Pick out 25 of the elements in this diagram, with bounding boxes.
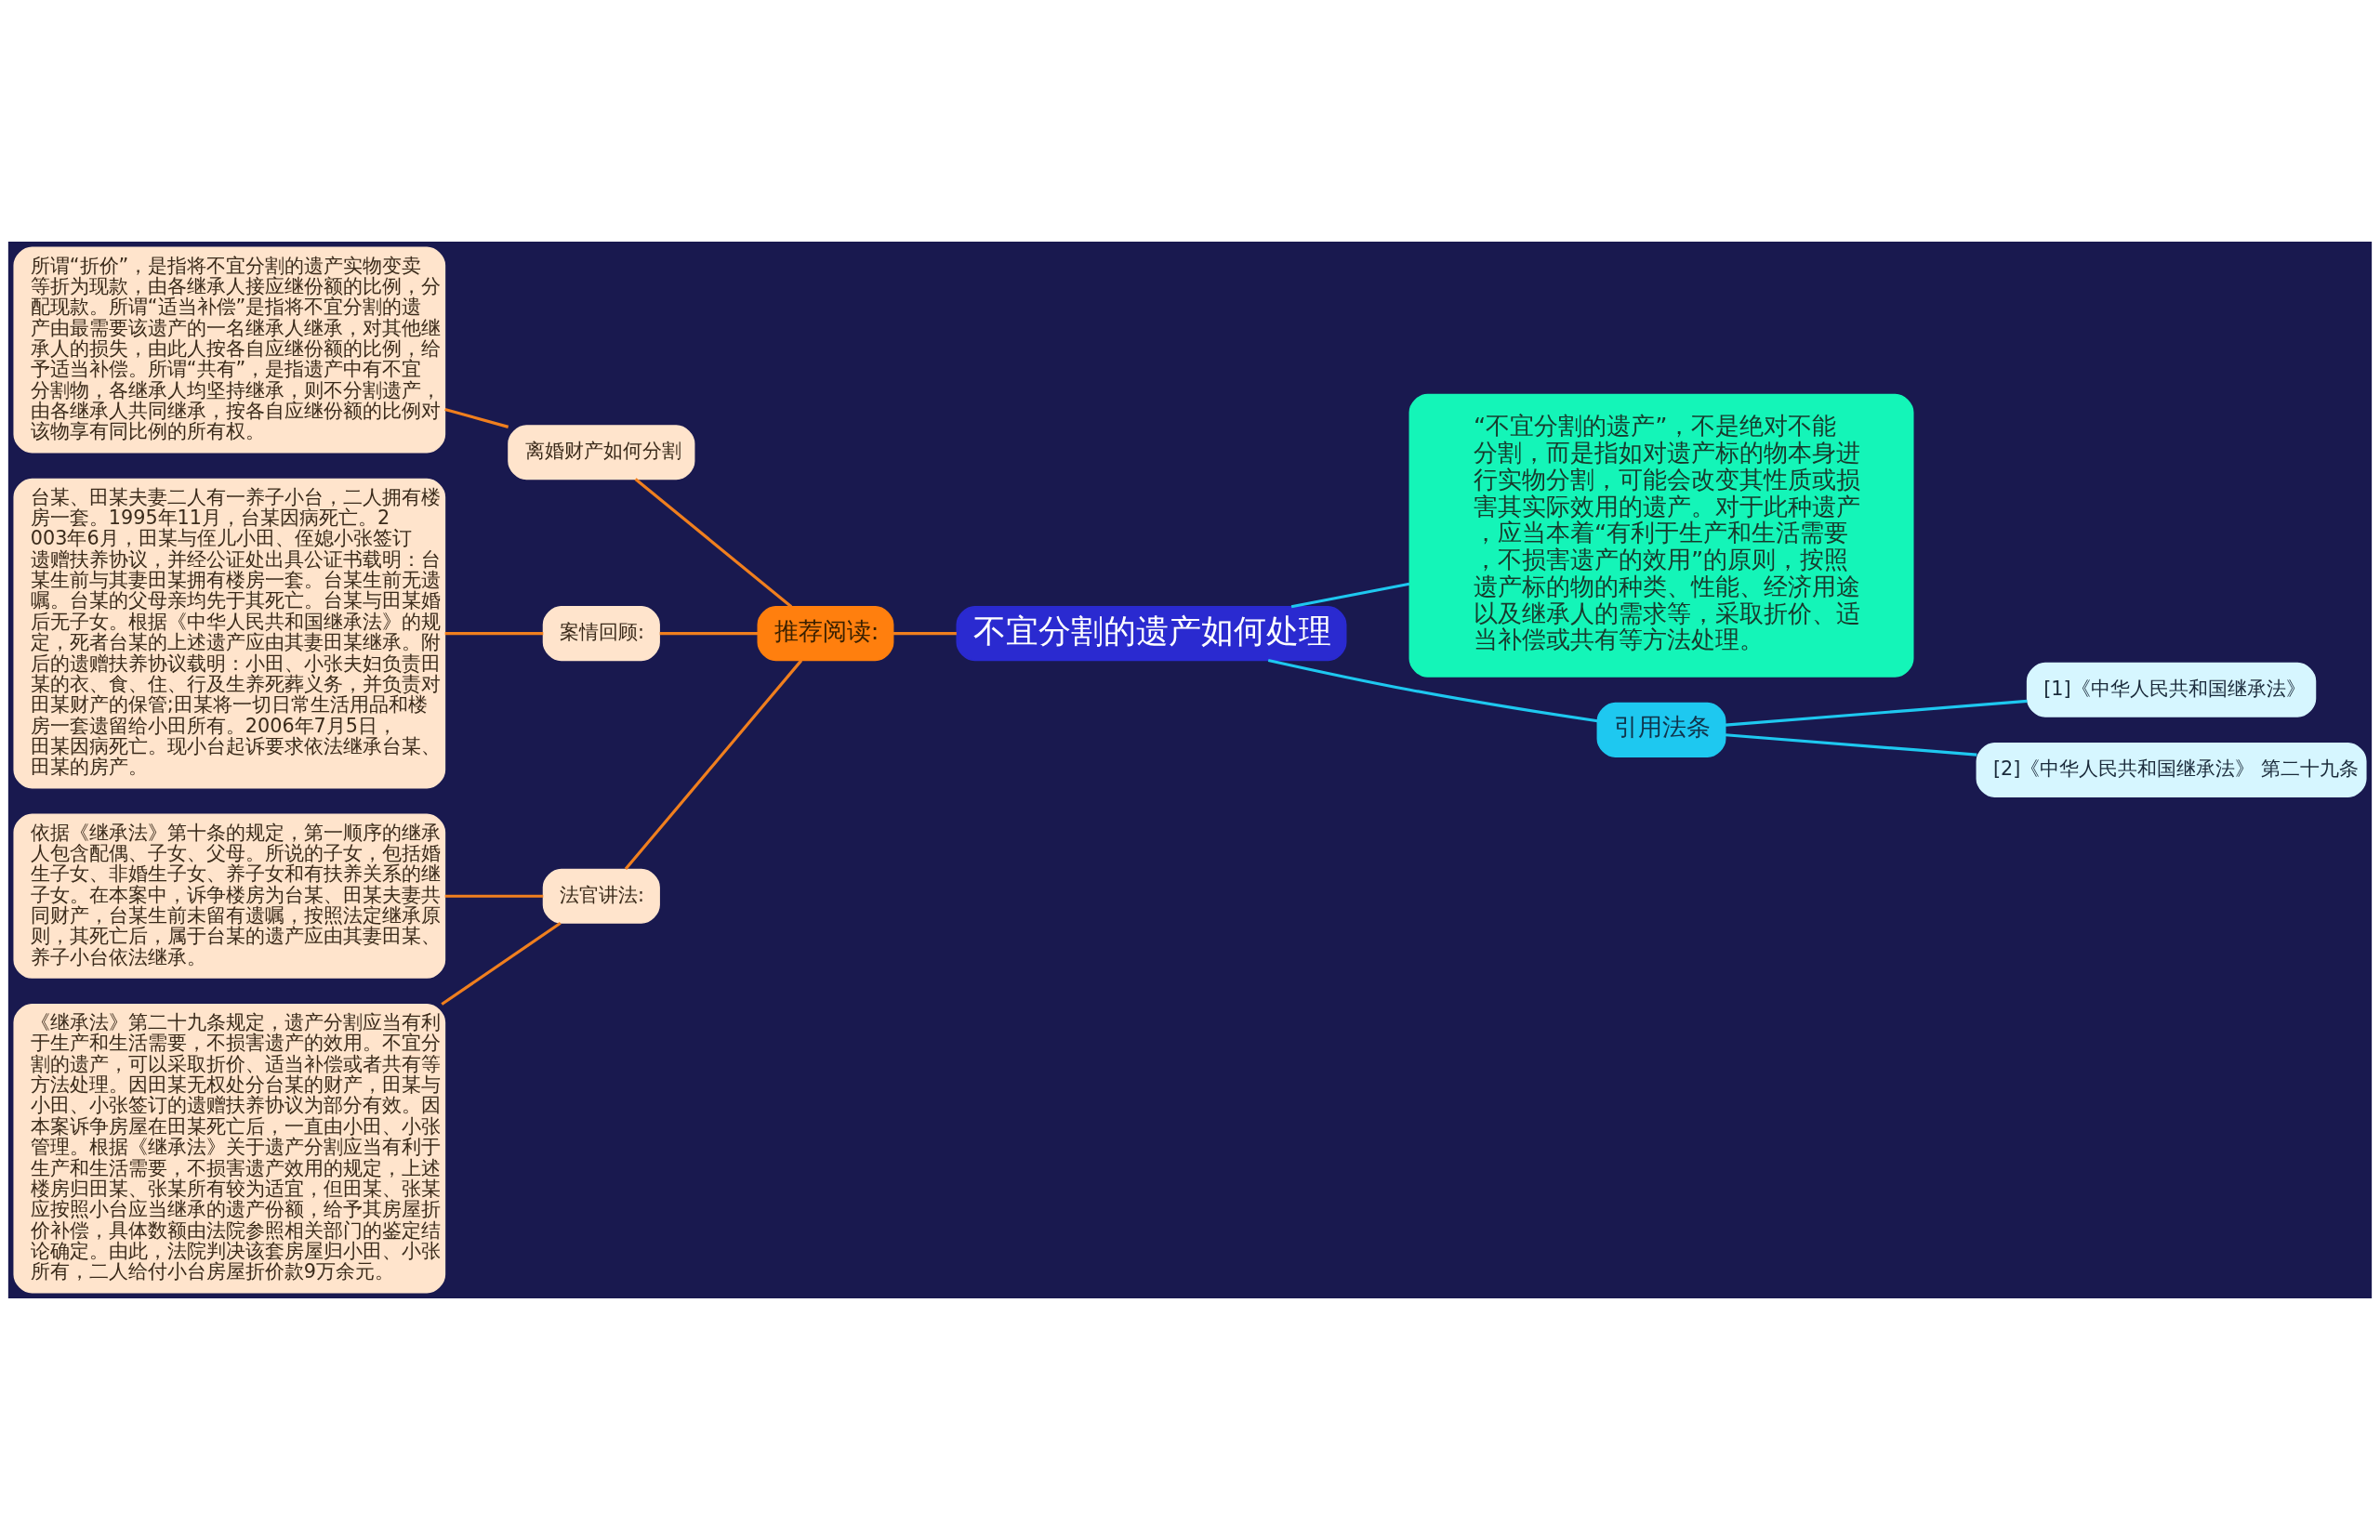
connector	[444, 407, 509, 428]
connector	[892, 632, 957, 636]
connector	[441, 921, 562, 1006]
connector	[444, 894, 544, 898]
connector	[444, 632, 544, 636]
connector	[1725, 733, 1977, 757]
connector	[634, 478, 793, 608]
node-box: 案情回顾:	[542, 606, 660, 662]
node-box: 离婚财产如何分割	[508, 425, 695, 480]
connector	[1725, 699, 2028, 727]
node-box: 台某、田某夫妻二人有一养子小台，二人拥有楼房一套。1995年11月，台某因病死亡。2003年6月，田某与侄儿小田、侄媳小张签订遗赠扶养协议，并经公证处出具公证书载明：台某生前与其妻田某拥有楼房一套。台某生前无遗嘱。台某的父母亲均先于其死亡。台某与田某婚后无子女。根据《中华人民共和国继承法》的规定，死者台某的上述遗产应由其妻田某继承。附后的遗赠扶养协议载明：小田、小张夫妇负责田某的衣、食、住、行及生养死葬义务，并负责对田某财产的保管;田某将一切日常生活用品和楼房一套遗留给小田所有。2006年7月5日，田某因病死亡。现小台起诉要求依法继承台某、田某的房产。	[13, 478, 446, 789]
node-box: 引用法条	[1596, 702, 1726, 757]
node-box: 法官讲法:	[542, 868, 660, 924]
node-box: 推荐阅读:	[757, 606, 894, 662]
node-box: 《继承法》第二十九条规定，遗产分割应当有利于生产和生活需要，不损害遗产的效用。不宜分割的遗产，可以采取折价、适当补偿或者共有等方法处理。因田某无权处分台某的财产，田某与小田、小张签订的遗赠扶养协议为部分有效。因本案诉争房屋在田某死亡后，一直由小田、小张管理。根据《继承法》关于遗产分割应当有利于生产和生活需要，不损害遗产效用的规定，上述楼房归田某、张某所有较为适宜，但田某、张某应按照小台应当继承的遗产份额，给予其房屋折价补偿，具体数额由法院参照相关部门的鉴定结论确定。由此，法院判决该套房屋归小田、小张所有，二人给付小台房屋折价款9万余元。	[13, 1004, 446, 1294]
node-box: 不宜分割的遗产如何处理	[956, 606, 1347, 662]
connector	[1267, 658, 1598, 723]
node-box: “不宜分割的遗产”，不是绝对不能分割，而是指如对遗产标的物本身进行实物分割，可能会改变其性质或损害其实际效用的遗产。对于此种遗产，应当本着“有利于生产和生活需要，不损害遗产的效用”的原则，按照遗产标的物的种类、性能、经济用途以及继承人的需求等，采取折价、适当补偿或共有等方法处理。	[1408, 393, 1914, 678]
node-box: [2]《中华人民共和国继承法》 第二十九条	[1976, 742, 2367, 798]
node-box: 所谓“折价”，是指将不宜分割的遗产实物变卖等折为现款，由各继承人接应继份额的比例，分配现款。所谓“适当补偿”是指将不宜分割的遗产由最需要该遗产的一名继承人继承，对其他继承人的损失，由此人按各自应继份额的比例，给予适当补偿。所谓“共有”，是指遗产中有不宜分割物，各继承人均坚持继承，则不分割遗产，由各继承人共同继承，按各自应继份额的比例对该物享有同比例的所有权。	[13, 246, 446, 454]
connector	[1290, 582, 1410, 609]
node-box: 依据《继承法》第十条的规定，第一顺序的继承人包含配偶、子女、父母。所说的子女，包括婚生子女、非婚生子女、养子女和有扶养关系的继子女。在本案中，诉争楼房为台某、田某夫妻共同财产，台某生前未留有遗嘱，按照法定继承原则，其死亡后，属于台某的遗产应由其妻田某、养子小台依法继承。	[13, 813, 446, 979]
connector	[624, 659, 803, 871]
node-box: [1]《中华人民共和国继承法》	[2026, 662, 2317, 717]
connector	[659, 632, 759, 636]
